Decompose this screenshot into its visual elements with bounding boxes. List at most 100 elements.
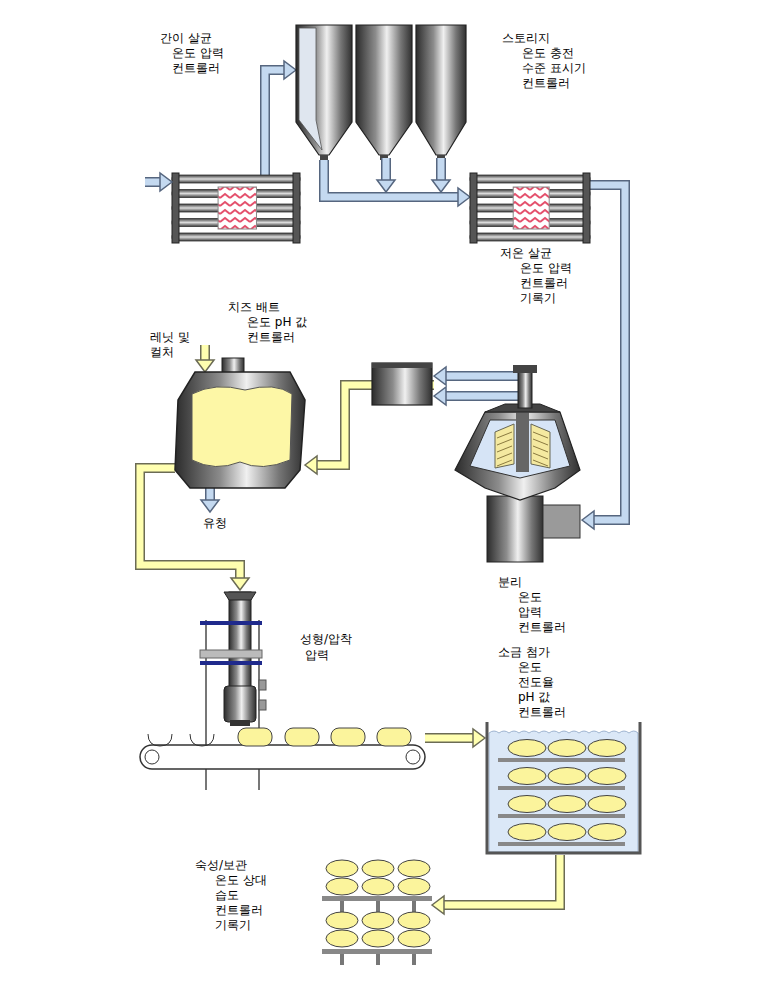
disc-line	[533, 439, 548, 445]
storage-silo	[356, 25, 412, 160]
arrow-head	[201, 500, 219, 512]
cheese-block	[398, 878, 430, 895]
parameter-list: 온도 압력 컨트롤러 기록기	[520, 261, 575, 306]
parameter-list: 온도 상대 습도 컨트롤러 기록기	[215, 873, 270, 933]
cheese-block	[362, 860, 394, 877]
pipe-fill	[446, 393, 518, 400]
parameter-list: 온도 전도율 pH 값 컨트롤러	[518, 660, 568, 720]
disc-line	[497, 460, 512, 466]
disc-line	[497, 432, 512, 438]
cheese-block	[548, 796, 586, 813]
cheese-block	[548, 768, 586, 785]
arrow-head	[432, 896, 444, 914]
cheese-block	[588, 740, 626, 757]
parameter-list: 온도 충전 수준 표시기 컨트롤러	[522, 46, 589, 91]
exchanger-end-plate	[583, 173, 590, 243]
silo-body	[416, 25, 466, 155]
rack-shelf	[322, 896, 432, 901]
cheese-block	[238, 728, 272, 746]
press-head	[224, 686, 256, 722]
disc-line	[533, 460, 548, 466]
parameter-list: 온도 압력 컨트롤러	[518, 590, 567, 635]
cheese-block	[331, 728, 365, 746]
equipment-title: 간이 살균	[160, 31, 212, 46]
arrow-head	[582, 511, 594, 529]
equipment-title: 치즈 배트	[228, 300, 280, 315]
conveyor-belt	[140, 745, 425, 769]
equipment-node: 숙성/보관온도 상대 습도 컨트롤러 기록기	[322, 858, 432, 965]
rack-shelf	[322, 949, 432, 954]
pipe-fill	[438, 158, 445, 180]
flow-arrow	[434, 387, 518, 405]
cheese-block	[548, 740, 586, 757]
parameter-list: 온도 pH 값 컨트롤러	[247, 315, 312, 345]
exchanger-tube	[470, 175, 590, 183]
equipment-node: 소금 첨가온도 전도율 pH 값 컨트롤러	[485, 722, 642, 855]
pipe-outline	[590, 185, 625, 520]
cheese-block	[508, 740, 546, 757]
arrow-head	[458, 188, 470, 206]
equipment-node: 분리온도 압력 컨트롤러	[452, 400, 582, 565]
cheese-block	[326, 878, 358, 895]
flow-pipe	[432, 855, 560, 914]
flow-arrow	[145, 173, 172, 191]
exchanger-end-plate	[293, 173, 300, 243]
exchanger-plate-pack	[513, 187, 549, 229]
press-clamp	[200, 661, 262, 665]
ripening-rack	[322, 860, 432, 965]
heat-exchanger	[470, 173, 590, 243]
rack-leg	[412, 954, 416, 965]
equipment-title: 스토리지	[502, 31, 550, 46]
flow-arrow	[434, 367, 518, 385]
disc-line	[533, 432, 548, 438]
press-funnel	[224, 592, 256, 600]
cheese-block	[285, 728, 319, 746]
pipe-outline	[265, 70, 284, 175]
exchanger-tube	[470, 233, 590, 241]
press-clamp	[200, 621, 262, 625]
disc-line	[497, 439, 512, 445]
conveyor-roller	[145, 750, 159, 764]
equipment-node: 저온 살균온도 압력 컨트롤러 기록기	[470, 175, 590, 241]
pipe-fill	[425, 735, 473, 742]
cheese-block	[398, 912, 430, 929]
tank-shelf	[498, 842, 625, 846]
exchanger-plate-pack	[218, 187, 256, 229]
press-bracket	[200, 650, 262, 658]
arrow-head	[196, 360, 214, 372]
pipe-fill	[383, 158, 390, 180]
arrow-head	[160, 173, 172, 191]
arrow-head	[473, 729, 485, 747]
disc-line	[533, 453, 548, 459]
cheese-block	[508, 768, 546, 785]
exchanger-tube	[172, 233, 300, 241]
pipe-fill	[446, 373, 518, 380]
press-column	[229, 592, 251, 688]
flow-pipe	[265, 61, 296, 175]
pipe-fill	[444, 855, 560, 905]
press-bolt	[259, 700, 266, 710]
arrow-head	[434, 367, 446, 385]
silo-body	[296, 25, 352, 155]
flow-arrow	[377, 158, 395, 192]
brine-tank	[487, 722, 640, 853]
cheese-block	[588, 796, 626, 813]
flow-pipe	[324, 160, 470, 206]
silo-body	[356, 25, 412, 155]
pipe-outline	[436, 158, 446, 180]
rack-leg	[376, 954, 380, 965]
tank-shelf	[498, 786, 625, 790]
cheese-block	[588, 768, 626, 785]
spout-cap	[513, 365, 537, 373]
pipe-outline	[145, 177, 160, 187]
cheese-block	[362, 912, 394, 929]
equipment-title: 소금 첨가	[498, 645, 550, 660]
equipment-node: 스토리지온도 충전 수준 표시기 컨트롤러	[296, 25, 466, 160]
rack-leg	[340, 901, 344, 912]
equipment-node: 간이 살균온도 압력 컨트롤러	[172, 175, 300, 241]
tank-shelf	[498, 814, 625, 818]
arrow-head	[377, 180, 395, 192]
disc-line	[533, 446, 548, 452]
cheese-block	[326, 930, 358, 947]
